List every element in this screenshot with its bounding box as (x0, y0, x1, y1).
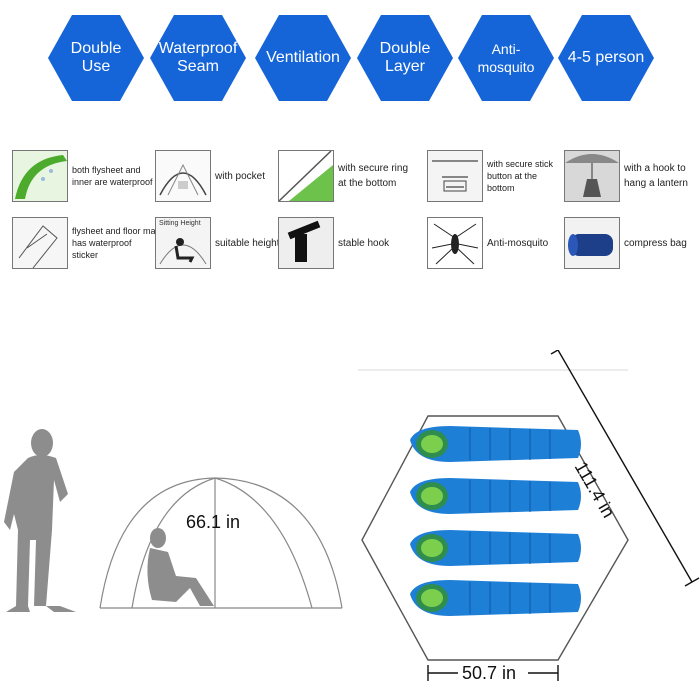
sitting-height-caption: Sitting Height (159, 220, 201, 227)
sleeping-bag (410, 426, 581, 462)
feature-label: flysheet and floor mat has waterproof st… (72, 226, 159, 260)
mosquito-icon (427, 217, 483, 269)
feature-label: stable hook (338, 237, 390, 249)
waterproof-tent-icon (12, 150, 68, 202)
feature-anti-mosquito: Anti-mosquito (427, 217, 548, 269)
height-dimension: 66.1 in (186, 512, 241, 532)
feature-waterproof: both flysheet and inner are waterproof (12, 150, 160, 202)
tent-top-view (358, 350, 700, 681)
feature-label: with a hook to hang a lantern (624, 163, 688, 189)
feature-stick-button: with secure stick button at the bottom (427, 150, 567, 202)
sitting-height-icon: Sitting Height (155, 217, 211, 269)
badge-waterproof-seam: Waterproof Seam (150, 15, 246, 101)
feature-label: with pocket (215, 170, 266, 182)
sleeping-bags (410, 426, 581, 616)
badge-label: Anti-mosquito (477, 41, 535, 75)
feature-label: with secure stick button at the bottom (487, 159, 554, 193)
length-dimension-line (550, 350, 700, 587)
tent-pocket-icon (155, 150, 211, 202)
feature-stable-hook: stable hook (278, 217, 389, 269)
lantern-hook-icon (564, 150, 620, 202)
feature-secure-ring: with secure ring at the bottom (278, 150, 418, 202)
badge-label: Double Layer (379, 40, 431, 75)
badge-double-layer: Double Layer (357, 15, 453, 101)
width-dimension: 50.7 in (462, 663, 517, 683)
tent-side-view (4, 429, 343, 612)
badge-label: Waterproof Seam (158, 40, 238, 75)
tent-dome-outline (99, 477, 343, 609)
feature-label: both flysheet and inner are waterproof (72, 165, 153, 187)
feature-label: Anti-mosquito (487, 237, 549, 249)
badge-double-use: Double Use (48, 15, 144, 101)
stable-hook-icon (278, 217, 334, 269)
badge-label: Double Use (70, 40, 122, 75)
badge-label: 4-5 person (567, 49, 645, 66)
feature-lantern-hook: with a hook to hang a lantern (564, 150, 700, 202)
feature-compress-bag: compress bag (564, 217, 687, 269)
feature-label: suitable height (215, 237, 280, 249)
waterproof-sticker-icon (12, 217, 68, 269)
badge-anti-mosquito: Anti-mosquito (458, 15, 554, 101)
badge-label: Ventilation (266, 49, 340, 66)
feature-badges: Double Use Waterproof Seam Ventilation D… (0, 0, 700, 110)
standing-person-silhouette (4, 429, 76, 612)
badge-4-5-person: 4-5 person (558, 15, 654, 101)
sitting-person-silhouette (147, 528, 214, 606)
feature-label: compress bag (624, 237, 687, 249)
feature-waterproof-sticker: flysheet and floor mat has waterproof st… (12, 217, 160, 269)
sleeping-bag (410, 478, 581, 514)
feature-pocket: with pocket (155, 150, 265, 202)
badge-ventilation: Ventilation (255, 15, 351, 101)
width-dimension-line (427, 665, 559, 681)
secure-ring-icon (278, 150, 334, 202)
compress-bag-icon (564, 217, 620, 269)
feature-sitting-height: Sitting Height suitable height (155, 217, 280, 269)
stick-button-icon (427, 150, 483, 202)
sleeping-bag (410, 580, 581, 616)
sleeping-bag (410, 530, 581, 566)
feature-label: with secure ring at the bottom (338, 163, 409, 189)
